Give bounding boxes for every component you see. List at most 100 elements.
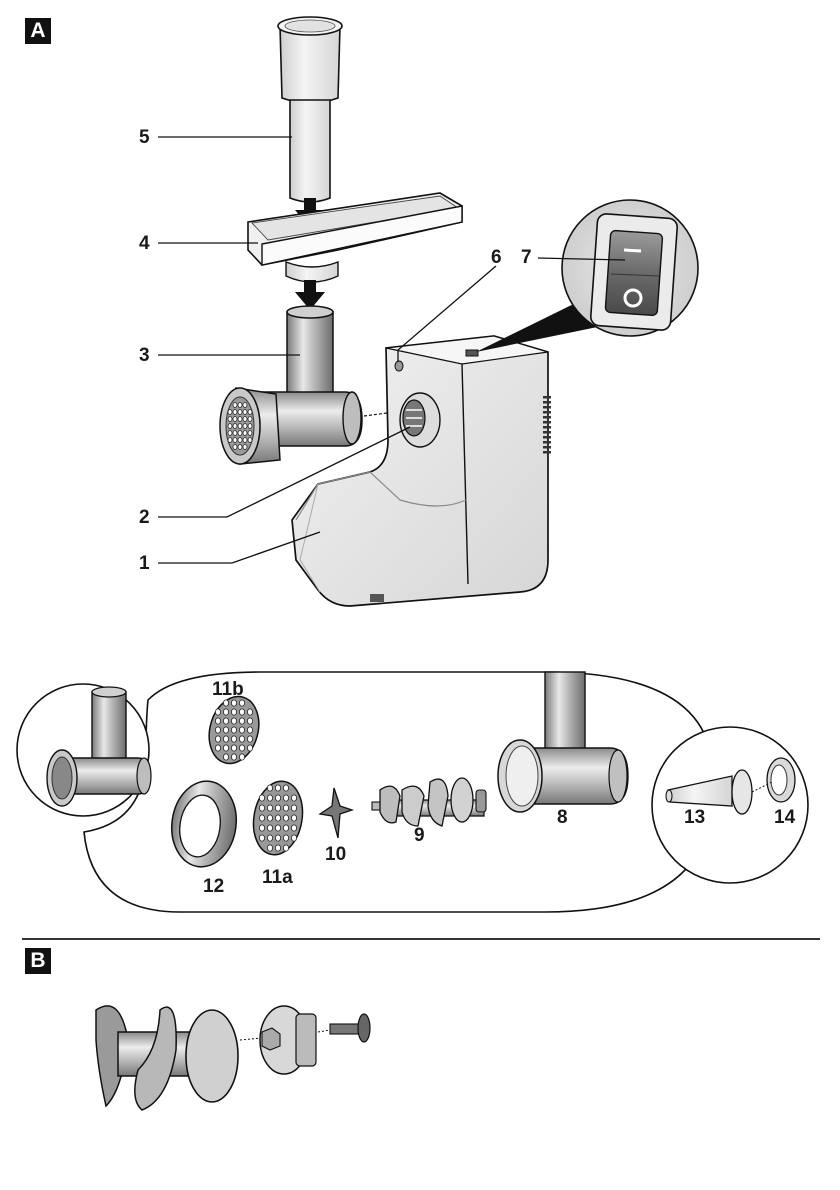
plate-hole (238, 717, 245, 725)
plate-hole (242, 416, 248, 422)
plate-hole (242, 430, 248, 436)
vent-slot (543, 421, 551, 424)
plate-hole (222, 717, 229, 725)
plate-hole (258, 804, 265, 812)
worm-shaft-9 (371, 777, 487, 827)
insert-arrow-icon (295, 280, 325, 310)
plate-hole (237, 402, 243, 408)
plate-hole (237, 423, 243, 429)
section-b-badge: B (25, 948, 51, 974)
plate-hole (258, 794, 265, 802)
callout-1: 1 (139, 553, 150, 574)
plate-hole (246, 744, 253, 752)
disc-11a (252, 780, 304, 856)
plate-hole (230, 735, 237, 743)
plate-hole (227, 423, 233, 429)
vent-slot (543, 401, 551, 404)
vent-slot (543, 416, 551, 419)
plate-hole (227, 430, 233, 436)
plate-hole (242, 423, 248, 429)
plate-hole (274, 844, 281, 852)
callout-10: 10 (325, 844, 347, 865)
assembled-mincer-zoom (16, 683, 152, 817)
callout-7: 7 (521, 247, 532, 268)
plate-hole (222, 744, 229, 752)
plate-hole (227, 437, 233, 443)
plate-hole (290, 794, 297, 802)
plate-hole (247, 416, 253, 422)
plate-hole (282, 784, 289, 792)
plate-hole (222, 735, 229, 743)
plate-hole (274, 794, 281, 802)
plate-hole (237, 430, 243, 436)
plate-hole (222, 699, 229, 707)
threaded-ring-12 (171, 780, 237, 868)
plate-hole (238, 708, 245, 716)
plate-hole (230, 744, 237, 752)
worm-shaft-disassembly (95, 1005, 371, 1111)
plate-hole (246, 735, 253, 743)
plate-hole (242, 402, 248, 408)
plate-hole (227, 409, 233, 415)
callout-9: 9 (414, 825, 425, 846)
plate-hole (230, 726, 237, 734)
plate-hole (274, 804, 281, 812)
plate-hole (214, 744, 221, 752)
plate-hole (282, 844, 289, 852)
plate-hole (232, 409, 238, 415)
plate-hole (274, 814, 281, 822)
plate-hole (258, 824, 265, 832)
plate-hole (246, 726, 253, 734)
switch-zoom-detail (561, 199, 699, 337)
plate-hole (274, 824, 281, 832)
callout-13: 13 (684, 807, 706, 828)
sausage-attachment-zoom (651, 726, 809, 884)
plate-hole (227, 416, 233, 422)
plate-hole (266, 794, 273, 802)
callout-5: 5 (139, 127, 150, 148)
vent-slot (543, 451, 551, 454)
plate-hole (232, 416, 238, 422)
plate-hole (290, 804, 297, 812)
plate-hole (266, 824, 273, 832)
vent-slot (543, 446, 551, 449)
filler-tray-part (247, 192, 463, 283)
callout-14: 14 (774, 807, 796, 828)
plate-hole (246, 708, 253, 716)
vent-slot (543, 441, 551, 444)
plate-hole (290, 814, 297, 822)
plate-hole (222, 753, 229, 761)
plate-hole (237, 416, 243, 422)
plate-hole (242, 409, 248, 415)
plate-hole (238, 726, 245, 734)
plate-hole (258, 814, 265, 822)
callout-2: 2 (139, 507, 150, 528)
blade-10 (318, 787, 355, 839)
plate-hole (282, 834, 289, 842)
plate-hole (266, 814, 273, 822)
plate-hole (222, 726, 229, 734)
callout-11a: 11a (262, 867, 293, 888)
motor-housing-part (291, 335, 551, 607)
plate-hole (282, 824, 289, 832)
plate-hole (232, 430, 238, 436)
plate-hole (247, 430, 253, 436)
vent-slot (543, 396, 551, 399)
plate-hole (230, 699, 237, 707)
vent-slot (543, 431, 551, 434)
plate-hole (214, 717, 221, 725)
section-divider (22, 938, 820, 940)
mincer-attachment-part (219, 305, 363, 465)
plate-hole (266, 844, 273, 852)
plate-hole (274, 784, 281, 792)
plate-hole (242, 444, 248, 450)
plate-hole (238, 744, 245, 752)
plate-hole (238, 753, 245, 761)
callout-12: 12 (203, 876, 225, 897)
plate-hole (230, 708, 237, 716)
plate-hole (247, 437, 253, 443)
plate-hole (232, 423, 238, 429)
vent-slot (543, 436, 551, 439)
plate-hole (230, 717, 237, 725)
